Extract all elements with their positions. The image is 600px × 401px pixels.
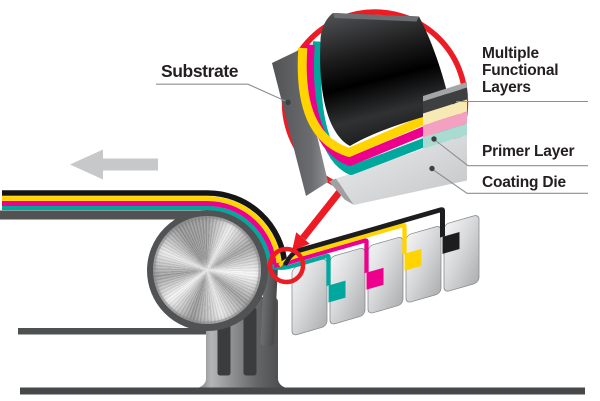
label-mfl-line3: Layers: [482, 79, 531, 97]
leader-line-primer: [435, 140, 588, 167]
label-coating-die: Coating Die: [482, 174, 566, 191]
roller-disc: [153, 216, 261, 324]
label-mfl-line2: Functional: [482, 62, 559, 80]
label-primer-layer: Primer Layer: [482, 143, 575, 160]
label-multiple-functional-layers: Multiple Functional Layers: [482, 45, 559, 97]
inset-die-left-face: [329, 178, 354, 205]
web-direction-arrow-icon: [70, 149, 158, 180]
leader-dot-primer: [431, 136, 437, 142]
die-manifold-black: [442, 231, 460, 254]
label-mfl-line1: Multiple: [482, 45, 539, 62]
die-manifold-teal: [328, 280, 346, 303]
inset-cross-section: [423, 82, 467, 149]
leader-line-die: [433, 169, 588, 194]
contact-point-circle-icon: [267, 246, 306, 285]
leader-line-substrate: [156, 83, 288, 103]
leader-dot-die: [429, 165, 435, 172]
coating-die-assembly: [268, 207, 480, 336]
inset-die-front-face: [336, 135, 467, 205]
leader-dots: [285, 98, 456, 172]
inset-substrate-sheet: [320, 13, 452, 146]
zoom-inset-detail: [272, 9, 469, 205]
leader-dot-mfl: [450, 98, 456, 105]
leader-dot-substrate: [285, 99, 291, 106]
inset-substrate-slab: [272, 51, 328, 196]
label-substrate: Substrate: [161, 61, 239, 81]
die-manifold-magenta: [366, 267, 384, 290]
floor-bar: [20, 387, 585, 395]
die-manifold-yellow: [404, 248, 422, 271]
zoom-pointer-arrow-icon: [292, 187, 344, 251]
machine-frame-bar: [18, 328, 208, 335]
leader-lines: [156, 83, 588, 194]
